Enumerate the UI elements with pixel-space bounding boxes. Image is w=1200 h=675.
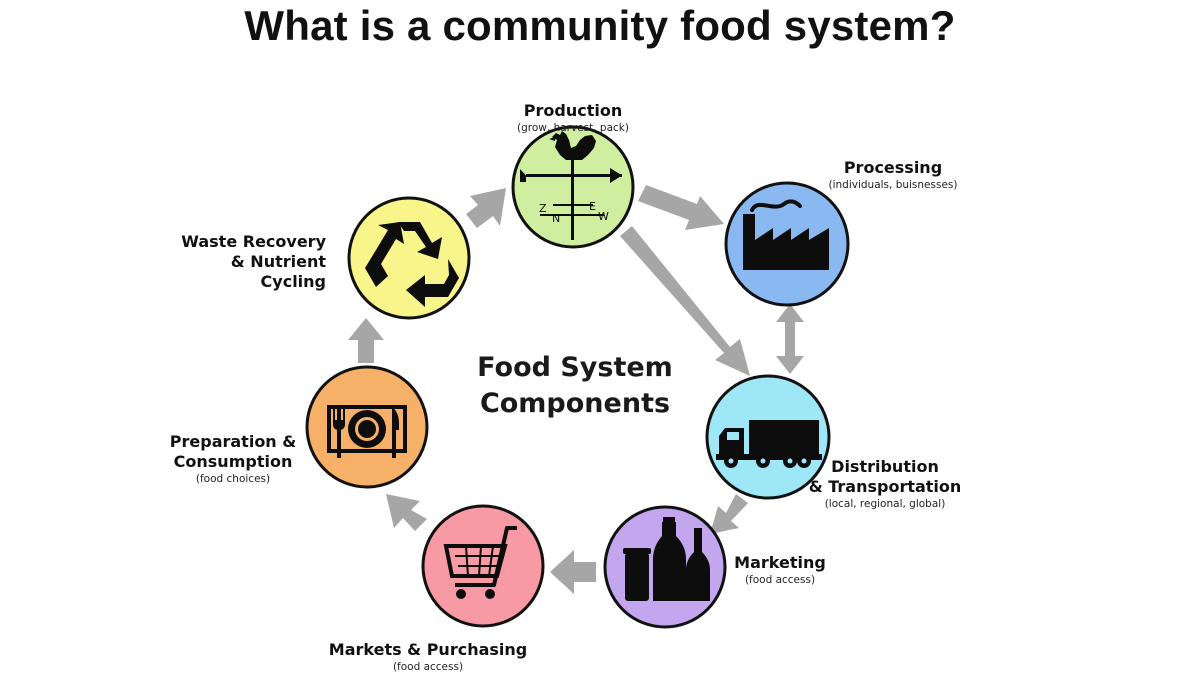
center-label-line1: Food System: [477, 352, 673, 383]
processing-title: Processing: [843, 158, 943, 177]
markets-subtitle: (food access): [392, 661, 464, 673]
marketing-subtitle: (food access): [744, 574, 816, 586]
arrow-preparation-to-waste: [348, 318, 384, 363]
production-title: Production: [523, 101, 623, 120]
factory-icon: [743, 199, 829, 270]
svg-text:N: N: [552, 212, 560, 225]
distribution-subtitle: (local, regional, global): [824, 498, 946, 510]
arrow-distribution-to-marketing: [710, 494, 748, 534]
truck-icon: [716, 420, 822, 468]
center-label: Food System Components: [450, 350, 700, 422]
arrow-production-to-processing: [638, 185, 724, 230]
waste-title-line1: Waste Recovery: [181, 232, 326, 251]
preparation-title-line2: Consumption: [173, 452, 293, 471]
distribution-title-line1: Distribution: [831, 457, 939, 476]
svg-text:Z: Z: [539, 202, 547, 215]
preparation-title-line1: Preparation &: [169, 432, 297, 451]
production-subtitle: (grow, harvest, pack): [517, 122, 629, 134]
cycle-arrows: [348, 185, 804, 594]
preparation-subtitle: (food choices): [195, 473, 271, 485]
waste-title-line2: & Nutrient Cycling: [230, 252, 326, 291]
arrow-marketing-to-markets: [550, 550, 596, 594]
markets-title: Markets & Purchasing: [328, 640, 528, 659]
center-label-line2: Components: [479, 388, 671, 419]
arrow-markets-to-preparation: [386, 494, 427, 531]
page-title: What is a community food system?: [244, 2, 956, 49]
plate-utensils-icon: [327, 405, 407, 458]
arrow-waste-to-production: [466, 188, 506, 228]
production-label: Production (grow, harvest, pack): [517, 101, 629, 135]
shopping-cart-icon: [443, 526, 517, 599]
svg-text:E: E: [589, 200, 596, 213]
weathervane-icon: Z E W N: [520, 131, 622, 240]
distribution-title-line2: & Transportation: [808, 477, 962, 496]
svg-text:W: W: [598, 210, 609, 223]
preparation-label: Preparation & Consumption (food choices): [170, 432, 296, 486]
marketing-title: Marketing: [734, 553, 826, 572]
marketing-label: Marketing (food access): [734, 553, 826, 587]
bottles-icon: [623, 517, 710, 601]
distribution-label: Distribution & Transportation (local, re…: [809, 457, 962, 511]
markets-label: Markets & Purchasing (food access): [329, 640, 527, 674]
processing-label: Processing (individuals, buisnesses): [829, 158, 958, 192]
arrow-processing-distribution: [776, 304, 804, 374]
arrow-production-to-distribution: [620, 226, 750, 376]
waste-circle: [347, 196, 471, 320]
recycle-icon: [365, 222, 459, 307]
waste-label: Waste Recovery & Nutrient Cycling: [160, 232, 326, 292]
processing-subtitle: (individuals, buisnesses): [828, 179, 958, 191]
